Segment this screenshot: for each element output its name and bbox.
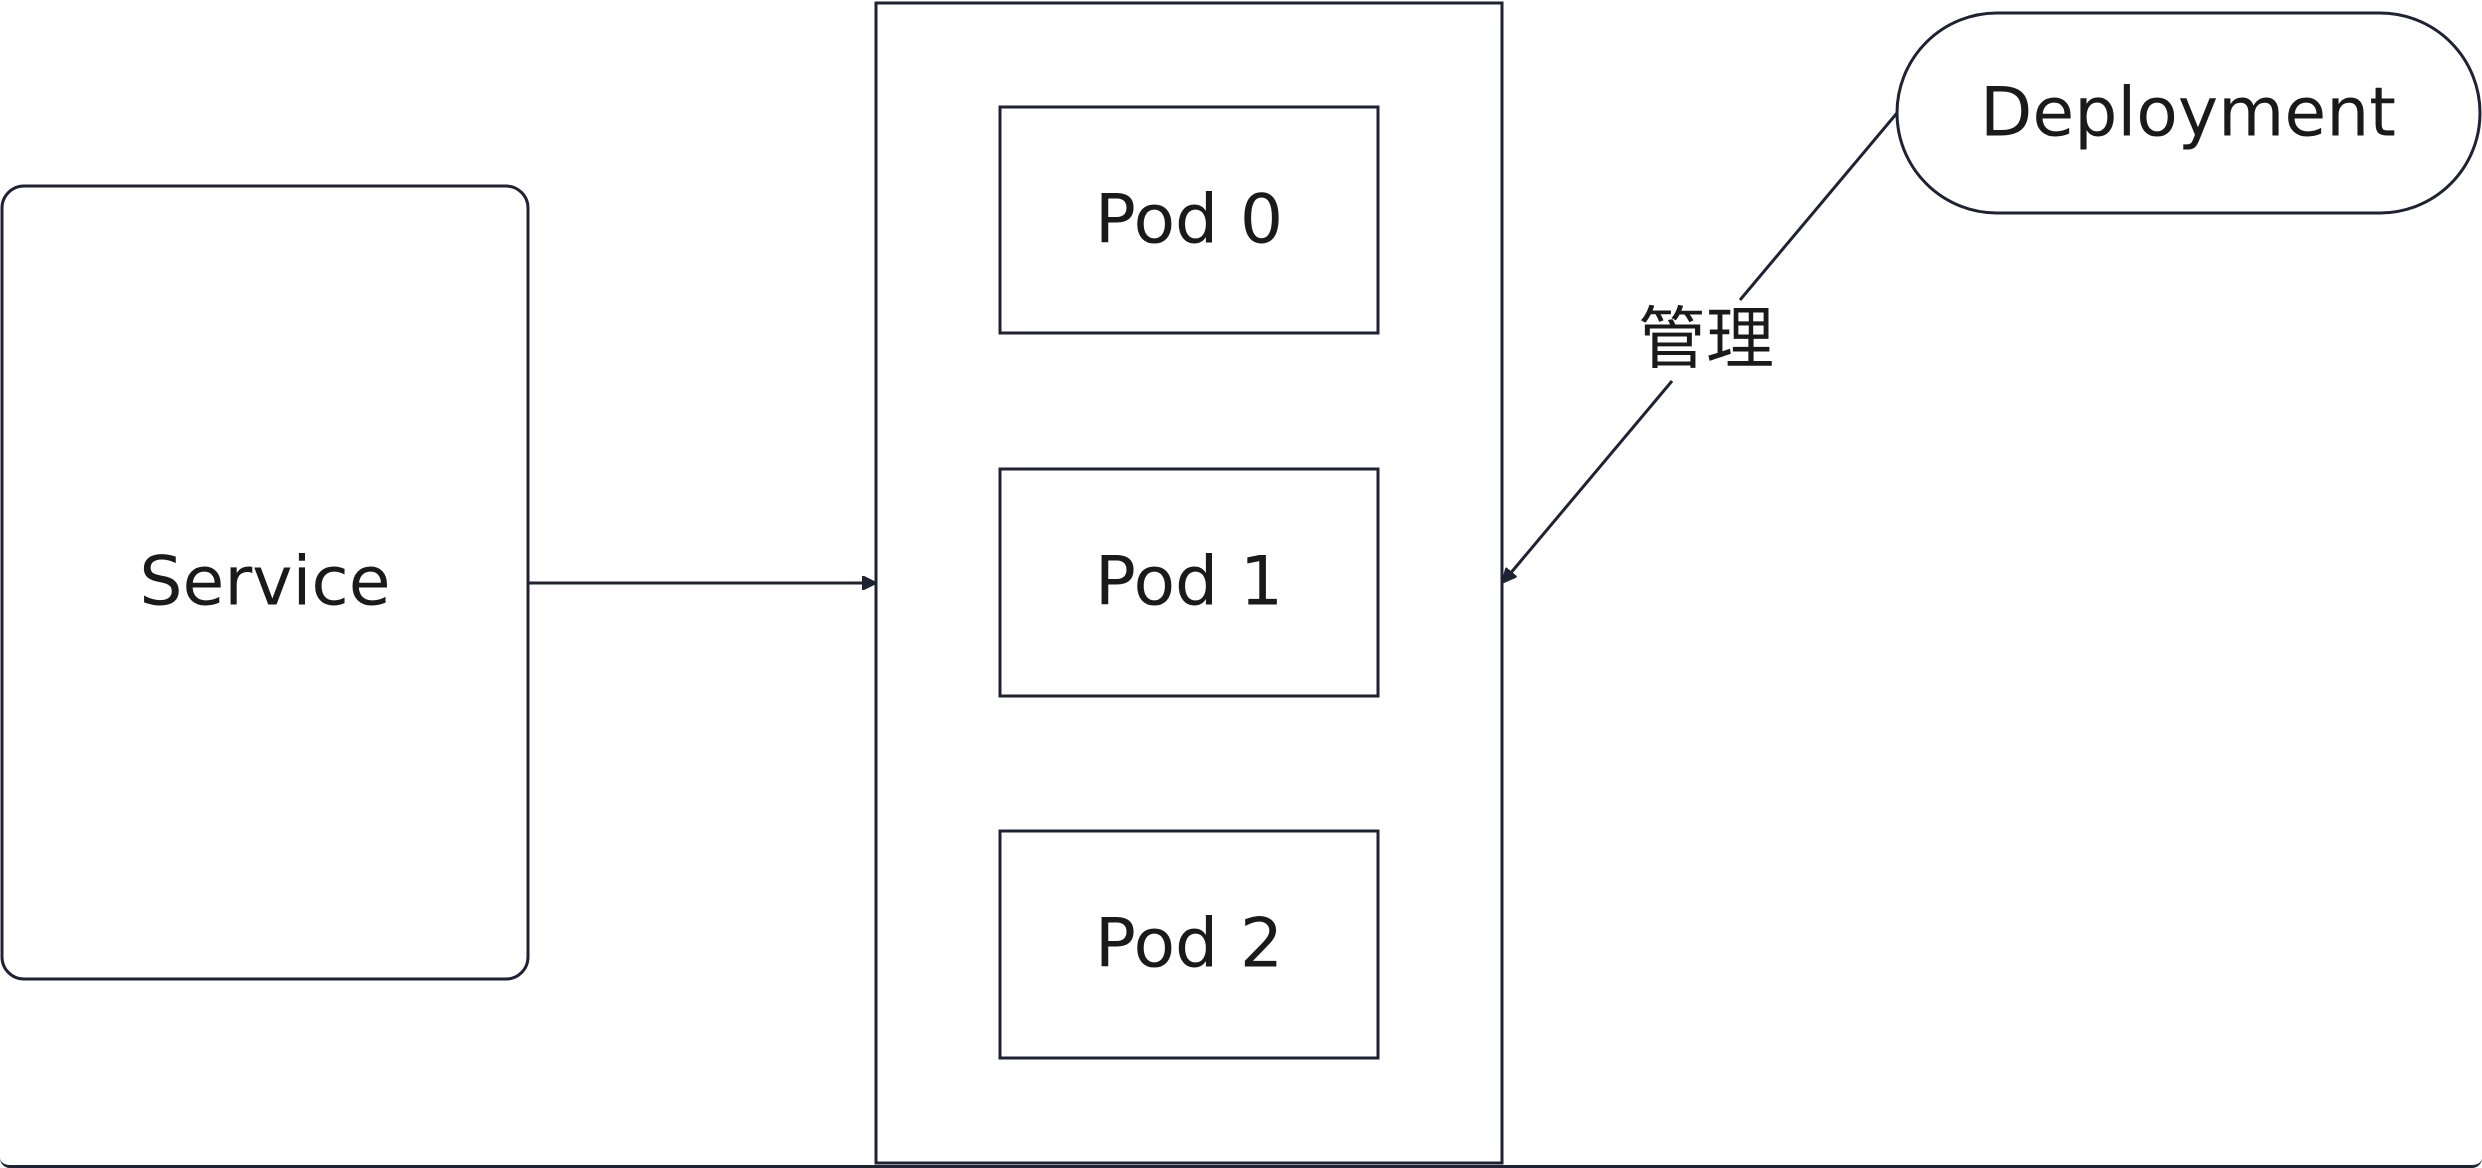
pod-1-node[interactable]: Pod 1 [998, 467, 1380, 698]
service-label: Service [139, 543, 390, 622]
pod-0-node[interactable]: Pod 0 [998, 105, 1380, 335]
pod-2-node[interactable]: Pod 2 [998, 829, 1380, 1060]
deployment-node[interactable]: Deployment [1895, 11, 2482, 215]
pod-0-label: Pod 0 [1095, 181, 1283, 260]
service-node[interactable]: Service [0, 184, 530, 981]
deployment-label: Deployment [1980, 74, 2396, 153]
edge-deployment-to-pods: 管理 [1504, 112, 1899, 581]
edge-deployment-to-pods-label: 管理 [1638, 301, 1774, 380]
pod-2-label: Pod 2 [1095, 905, 1283, 984]
pod-1-label: Pod 1 [1095, 543, 1283, 622]
